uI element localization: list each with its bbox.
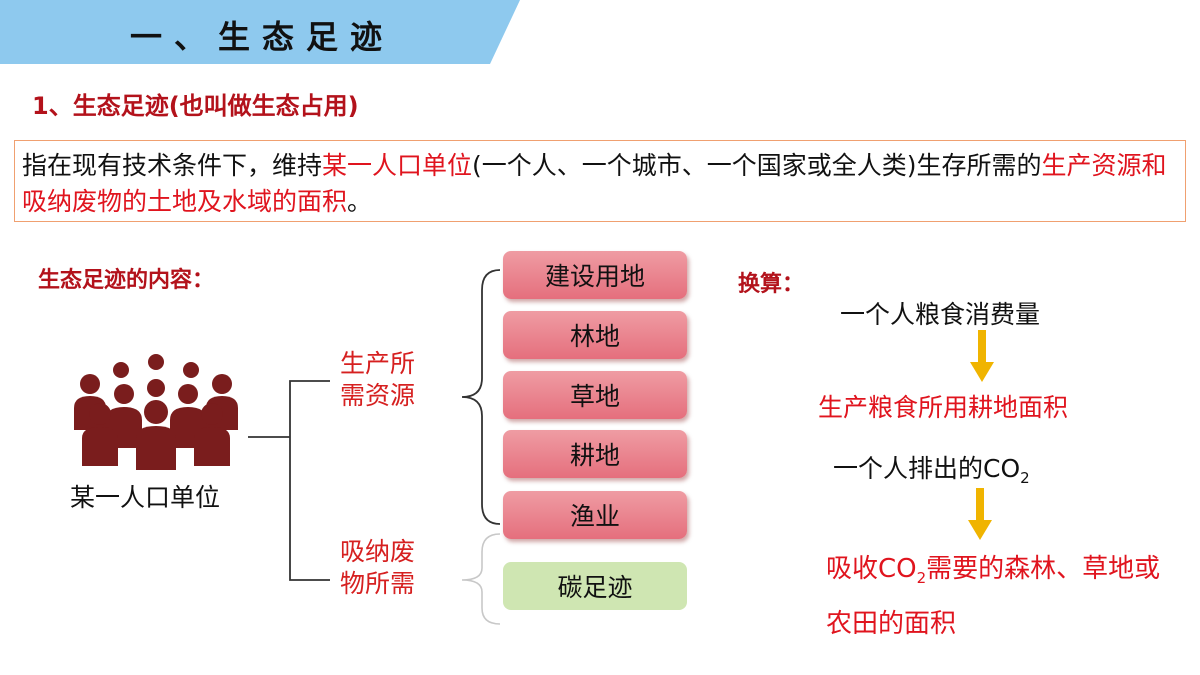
category-line: 生产所: [340, 349, 416, 378]
resource-box-cropland: 耕地: [503, 430, 687, 478]
co2-subscript: 2: [916, 569, 927, 588]
conversion-label: 换算：: [738, 272, 805, 297]
conversion-cropland-area: 生产粮食所用耕地面积: [818, 393, 1069, 422]
down-arrow-icon: [968, 488, 992, 540]
category-line: 吸纳废: [340, 537, 416, 566]
definition-part: 指在现有技术条件下，维持: [22, 151, 323, 180]
co2-text: 一个人排出的CO: [833, 454, 1021, 483]
conversion-absorption-area: 吸收CO2需要的森林、草地或农田的面积: [826, 546, 1176, 647]
population-unit-label: 某一人口单位: [70, 483, 221, 512]
definition-text: 指在现有技术条件下，维持某一人口单位(一个人、一个城市、一个国家或全人类)生存所…: [22, 148, 1182, 220]
conversion-co2-emission: 一个人排出的CO2: [833, 449, 1030, 487]
resource-box-built-land: 建设用地: [503, 251, 687, 299]
page-title: 一、生态足迹: [130, 18, 395, 56]
resource-box-fishery: 渔业: [503, 491, 687, 539]
definition-part: 。: [347, 187, 373, 216]
definition-highlight: 生产资源和吸纳废物的土地及水域的面积: [22, 151, 1167, 216]
definition-highlight: 某一人口单位: [322, 151, 473, 180]
section-subtitle: 1、生态足迹(也叫做生态占用): [32, 92, 359, 120]
category-production-resources: 生产所 需资源: [340, 348, 415, 412]
absorb-text: 需要的森林、草地或农田的面积: [826, 554, 1161, 640]
resource-box-forest: 林地: [503, 311, 687, 359]
content-label: 生态足迹的内容：: [38, 268, 215, 293]
conversion-food-consumption: 一个人粮食消费量: [840, 300, 1041, 329]
down-arrow-icon: [970, 330, 994, 382]
resource-box-grassland: 草地: [503, 371, 687, 419]
absorb-text: 吸收CO: [826, 554, 917, 584]
definition-box: [14, 140, 1186, 222]
co2-subscript: 2: [1020, 469, 1030, 487]
category-waste-absorption: 吸纳废 物所需: [340, 536, 415, 600]
title-banner: [0, 0, 520, 64]
definition-part: (一个人、一个城市、一个国家或全人类)生存所需的: [472, 151, 1042, 180]
carbon-footprint-box: 碳足迹: [503, 562, 687, 610]
people-group-icon: [74, 354, 238, 470]
category-line: 物所需: [340, 569, 416, 598]
category-line: 需资源: [340, 381, 416, 410]
